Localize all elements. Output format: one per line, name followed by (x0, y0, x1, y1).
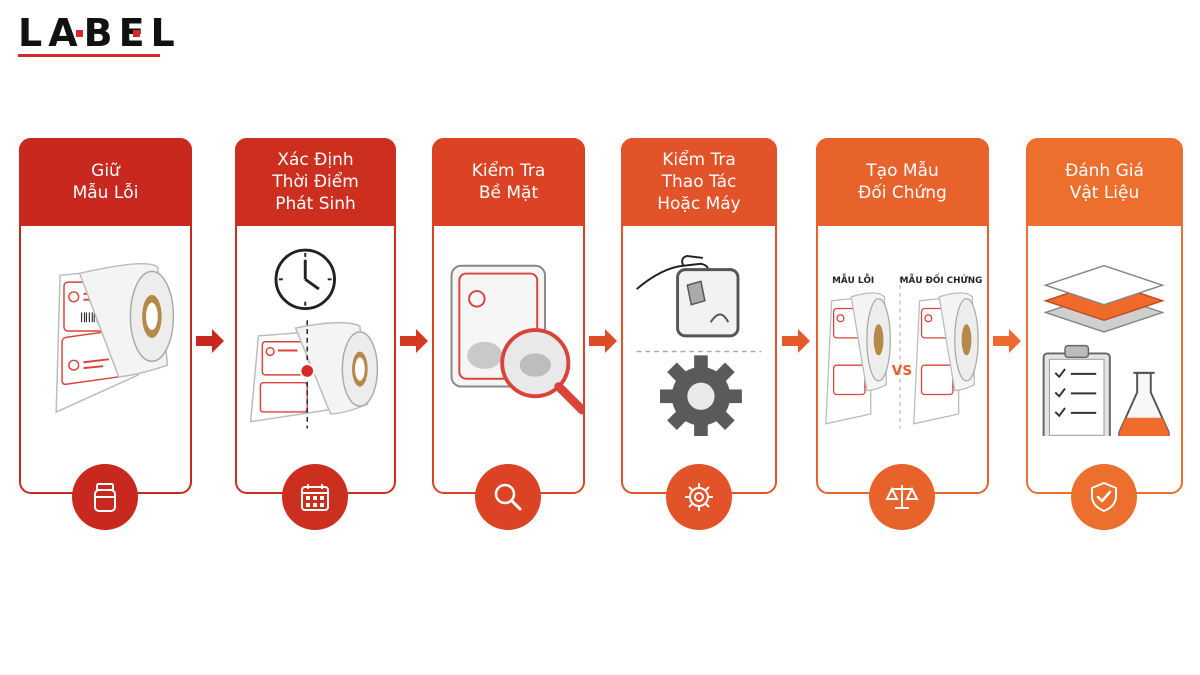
magnifier-surface-illustration (450, 264, 583, 415)
step-header: Kiểm Tra Bề Mặt (432, 138, 585, 226)
arrow-right-icon (782, 329, 810, 353)
arrow-right-icon (400, 329, 428, 353)
step-title-line: Vật Liệu (1069, 183, 1140, 203)
step-header: Kiểm Tra Thao Tác Hoặc Máy (621, 138, 777, 226)
step-badge (869, 464, 935, 530)
logo-accent-mark (76, 30, 83, 37)
step-title-line: Tạo Mẫu (866, 161, 939, 181)
step-title-line: Kiểm Tra (662, 150, 736, 170)
arrow-right-icon (589, 329, 617, 353)
step-badge (475, 464, 541, 530)
step-card-check-operation-machine: Kiểm Tra Thao Tác Hoặc Máy (621, 138, 777, 530)
step-header: Giữ Mẫu Lỗi (19, 138, 192, 226)
step-card-inspect-surface: Kiểm Tra Bề Mặt (432, 138, 585, 530)
step-title-line: Đối Chứng (858, 183, 947, 203)
step-title-line: Đánh Giá (1065, 161, 1144, 181)
control-sample-label: MẪU ĐỐI CHỨNG (900, 273, 983, 286)
logo-underline (18, 54, 160, 57)
step-header: Đánh Giá Vật Liệu (1026, 138, 1183, 226)
comparison-rolls-illustration: MẪU LỖI MẪU ĐỐI CHỨNG VS (825, 273, 983, 429)
step-card-identify-time: Xác Định Thời Điểm Phát Sinh (235, 138, 396, 530)
step-title-line: Kiểm Tra (471, 161, 546, 181)
step-card-evaluate-material: Đánh Giá Vật Liệu (1026, 138, 1183, 530)
clock-and-roll-illustration (249, 248, 379, 429)
label-roll-illustration (55, 263, 175, 414)
step-card-keep-defect-sample: Giữ Mẫu Lỗi (19, 138, 192, 530)
step-badge (1071, 464, 1137, 530)
step-title-line: Xác Định (277, 150, 354, 170)
vs-label: VS (892, 363, 912, 379)
step-badge (666, 464, 732, 530)
calendar-icon (301, 484, 329, 511)
search-icon (494, 483, 522, 511)
logo-text: LABEL (18, 11, 181, 55)
step-title-line: Thao Tác (661, 172, 737, 192)
brand-logo: LABEL (18, 12, 175, 58)
hand-and-gear-illustration (636, 254, 762, 436)
step-title-line: Phát Sinh (275, 194, 356, 214)
step-card-create-control-sample: Tạo Mẫu Đối Chứng MẪU LỖI MẪU ĐỐI CHỨNG … (816, 138, 989, 530)
step-title-line: Hoặc Máy (657, 194, 741, 214)
step-title-line: Mẫu Lỗi (72, 183, 139, 203)
arrow-right-icon (196, 329, 224, 353)
step-title-line: Bề Mặt (478, 183, 539, 203)
jar-icon (94, 483, 116, 512)
defect-sample-label: MẪU LỖI (832, 273, 874, 286)
scale-icon (885, 485, 919, 509)
step-header: Xác Định Thời Điểm Phát Sinh (235, 138, 396, 226)
shield-check-icon (1091, 481, 1117, 513)
material-layers-illustration (1042, 264, 1170, 436)
step-badge (72, 464, 138, 530)
gear-icon (685, 483, 713, 511)
step-badge (282, 464, 348, 530)
arrow-right-icon (993, 329, 1021, 353)
step-title-line: Giữ (91, 161, 120, 181)
step-title-line: Thời Điểm (272, 172, 359, 192)
logo-accent-mark (133, 30, 140, 37)
step-header: Tạo Mẫu Đối Chứng (816, 138, 989, 226)
